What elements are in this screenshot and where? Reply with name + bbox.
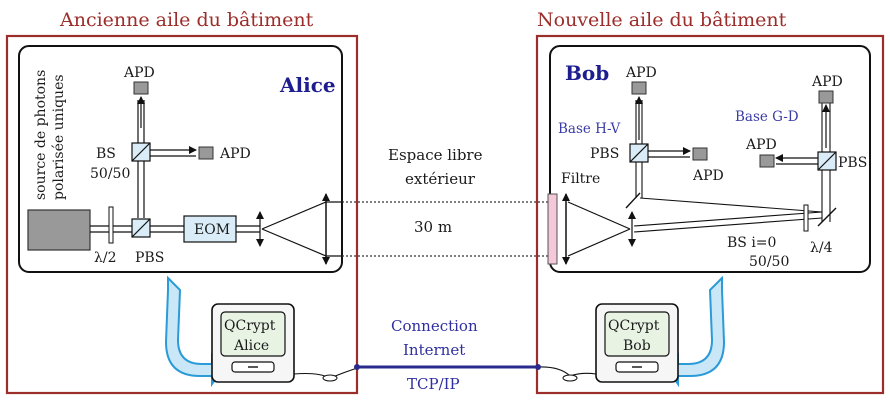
new-wing-border xyxy=(535,34,885,395)
eom xyxy=(183,215,237,243)
old-wing-title: Ancienne aile du bâtiment xyxy=(59,9,314,31)
bob-apd-hv-top xyxy=(631,81,647,95)
photon-source xyxy=(27,209,91,251)
source-label-line1: source de photons xyxy=(33,70,49,200)
bob-mirror xyxy=(817,207,837,227)
alice-title: Alice xyxy=(279,73,336,97)
old-wing-border xyxy=(5,34,359,395)
source-label-line2: polarisée uniques xyxy=(51,74,67,200)
bob-apd-gd-left xyxy=(759,154,775,168)
eom-label: EOM xyxy=(194,222,230,238)
bob-bs-mirror xyxy=(625,192,641,209)
free-space-label-line2: extérieur xyxy=(405,170,476,188)
alice-apd-right-label: APD xyxy=(219,146,251,162)
bob-apd-gd-top-label: APD xyxy=(811,74,843,90)
bob-filter-label: Filtre xyxy=(561,171,600,187)
alice-apd-right xyxy=(198,146,214,160)
free-space-label-line1: Espace libre xyxy=(388,146,483,164)
alice-apd-top xyxy=(133,81,149,95)
alice-box xyxy=(18,45,343,273)
base-hv-label: Base H-V xyxy=(558,121,621,137)
new-wing-title: Nouvelle aile du bâtiment xyxy=(537,9,787,31)
half-wave-label: λ/2 xyxy=(94,250,117,266)
bob-bs-ratio: 50/50 xyxy=(749,254,789,270)
distance-label: 30 m xyxy=(414,218,452,236)
alice-computer: QCrypt Alice xyxy=(211,303,295,383)
alice-bs-label: BS xyxy=(96,146,116,162)
bob-computer: QCrypt Bob xyxy=(595,303,679,383)
bob-title: Bob xyxy=(565,61,609,85)
alice-apd-top-label: APD xyxy=(123,65,155,81)
network-label-line2: Internet xyxy=(403,341,465,359)
bob-bs-label: BS i=0 xyxy=(727,235,776,251)
network-label-line1: Connection xyxy=(391,317,478,335)
alice-computer-line2: Alice xyxy=(233,338,269,354)
bob-apd-gd-top xyxy=(818,90,834,104)
half-wave-plate xyxy=(108,206,114,244)
bob-computer-line2: Bob xyxy=(623,338,651,354)
bob-box xyxy=(549,45,871,273)
bob-filter xyxy=(547,193,558,265)
base-gd-label: Base G-D xyxy=(735,109,799,125)
bob-apd-gd-left-label: APD xyxy=(745,137,777,153)
bob-apd-hv-right xyxy=(692,147,708,161)
alice-bs-ratio: 50/50 xyxy=(90,166,130,182)
quarter-wave-plate xyxy=(803,204,809,232)
bob-apd-hv-top-label: APD xyxy=(625,65,657,81)
network-protocol: TCP/IP xyxy=(407,375,460,393)
alice-computer-line1: QCrypt xyxy=(224,318,276,334)
bob-apd-hv-right-label: APD xyxy=(692,168,724,184)
bob-pbs-hv-label: PBS xyxy=(590,146,619,162)
bob-pbs-gd-label: PBS xyxy=(838,155,867,171)
alice-pbs-label: PBS xyxy=(135,250,164,266)
bob-computer-line1: QCrypt xyxy=(608,318,660,334)
quarter-wave-label: λ/4 xyxy=(810,240,833,256)
